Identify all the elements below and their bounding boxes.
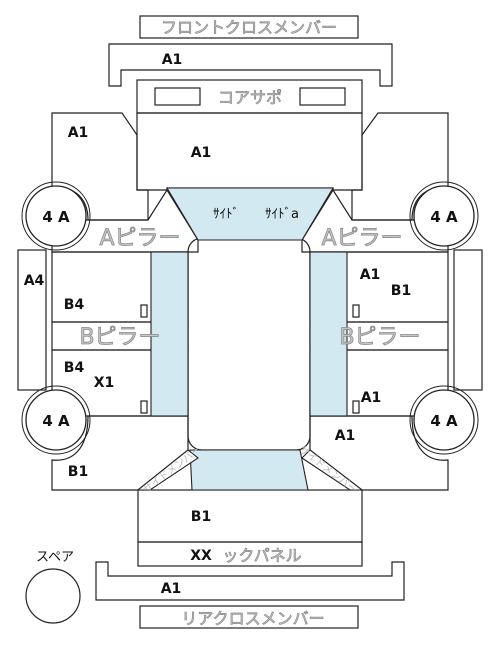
front-right-wheel-code: 4 A bbox=[430, 208, 458, 226]
right-front-door-code-a: A1 bbox=[360, 267, 381, 283]
rear-cross-member-label: リアクロスメンバー bbox=[181, 609, 324, 628]
right-front-door-code-b: B1 bbox=[391, 283, 411, 299]
core-area-code: A1 bbox=[191, 145, 212, 161]
left-rear-door-code-b4: B4 bbox=[64, 360, 85, 376]
rear-right-wheel bbox=[413, 389, 475, 451]
rear-side-member bbox=[189, 449, 309, 491]
left-rear-quarter-code: B1 bbox=[68, 464, 88, 480]
spare-tire-circle bbox=[25, 568, 81, 624]
left-rear-handle bbox=[140, 400, 148, 414]
lock-panel-label: ックパネル bbox=[222, 546, 301, 565]
left-side-step bbox=[17, 249, 47, 391]
right-headlight-mount bbox=[299, 87, 346, 106]
right-rear-door-code: A1 bbox=[361, 390, 382, 406]
rear-right-wheel-arch bbox=[409, 385, 479, 455]
hood-area bbox=[136, 112, 363, 191]
rear-left-wheel-code: 4 A bbox=[42, 412, 70, 430]
left-b-pillar-label: Bピラー bbox=[79, 325, 160, 350]
core-support-label: コアサポ bbox=[218, 88, 282, 107]
trunk-code: B1 bbox=[191, 509, 211, 525]
rear-member-code: A1 bbox=[161, 581, 182, 597]
rear-cross-member-box bbox=[139, 605, 359, 629]
right-front-handle bbox=[352, 304, 360, 318]
right-side-step bbox=[453, 249, 483, 391]
lock-panel-code: XX bbox=[190, 548, 212, 564]
front-right-wheel-arch bbox=[409, 181, 479, 251]
left-rear-door-code-x1: X1 bbox=[94, 375, 115, 391]
right-a-pillar-label: Aピラー bbox=[321, 226, 402, 251]
front-side-member bbox=[166, 187, 334, 241]
front-side-member-mark-right: ｻｲﾄﾞa bbox=[265, 207, 299, 222]
rear-member-bracket bbox=[95, 561, 405, 601]
spare-label: スペア bbox=[36, 550, 74, 565]
front-member-code: A1 bbox=[162, 52, 183, 68]
right-rear-inner-strip bbox=[301, 449, 364, 491]
cabin-floor bbox=[187, 237, 311, 451]
front-left-apron-code: A1 bbox=[68, 125, 89, 141]
front-right-wheel bbox=[413, 185, 475, 247]
left-a-pillar-label: Aピラー bbox=[99, 226, 180, 251]
right-side-sill bbox=[309, 251, 348, 417]
rear-right-wheel-code: 4 A bbox=[430, 412, 458, 430]
front-left-wheel bbox=[25, 185, 87, 247]
right-b-pillar-label: Bピラー bbox=[339, 325, 420, 350]
lock-panel bbox=[137, 541, 363, 567]
left-rear-inner-strip bbox=[136, 449, 199, 491]
front-side-member-mark-left: ｻｲﾄﾞ bbox=[213, 207, 239, 222]
rear-left-wheel-arch bbox=[21, 385, 91, 455]
left-step-code: A4 bbox=[24, 273, 45, 289]
left-front-handle bbox=[140, 304, 148, 318]
rear-left-wheel bbox=[25, 389, 87, 451]
right-rear-quarter-code: A1 bbox=[335, 428, 356, 444]
front-left-wheel-code: 4 A bbox=[42, 208, 70, 226]
trunk-floor bbox=[137, 489, 363, 543]
front-left-wheel-arch bbox=[21, 181, 91, 251]
left-side-sill bbox=[150, 251, 189, 417]
front-cross-member-label: フロントクロスメンバー bbox=[161, 18, 337, 37]
front-cross-member-box bbox=[139, 15, 359, 39]
front-member-bracket bbox=[108, 43, 393, 87]
left-headlight-mount bbox=[154, 87, 201, 106]
left-front-door-code: B4 bbox=[64, 297, 85, 313]
right-rear-handle bbox=[352, 400, 360, 414]
